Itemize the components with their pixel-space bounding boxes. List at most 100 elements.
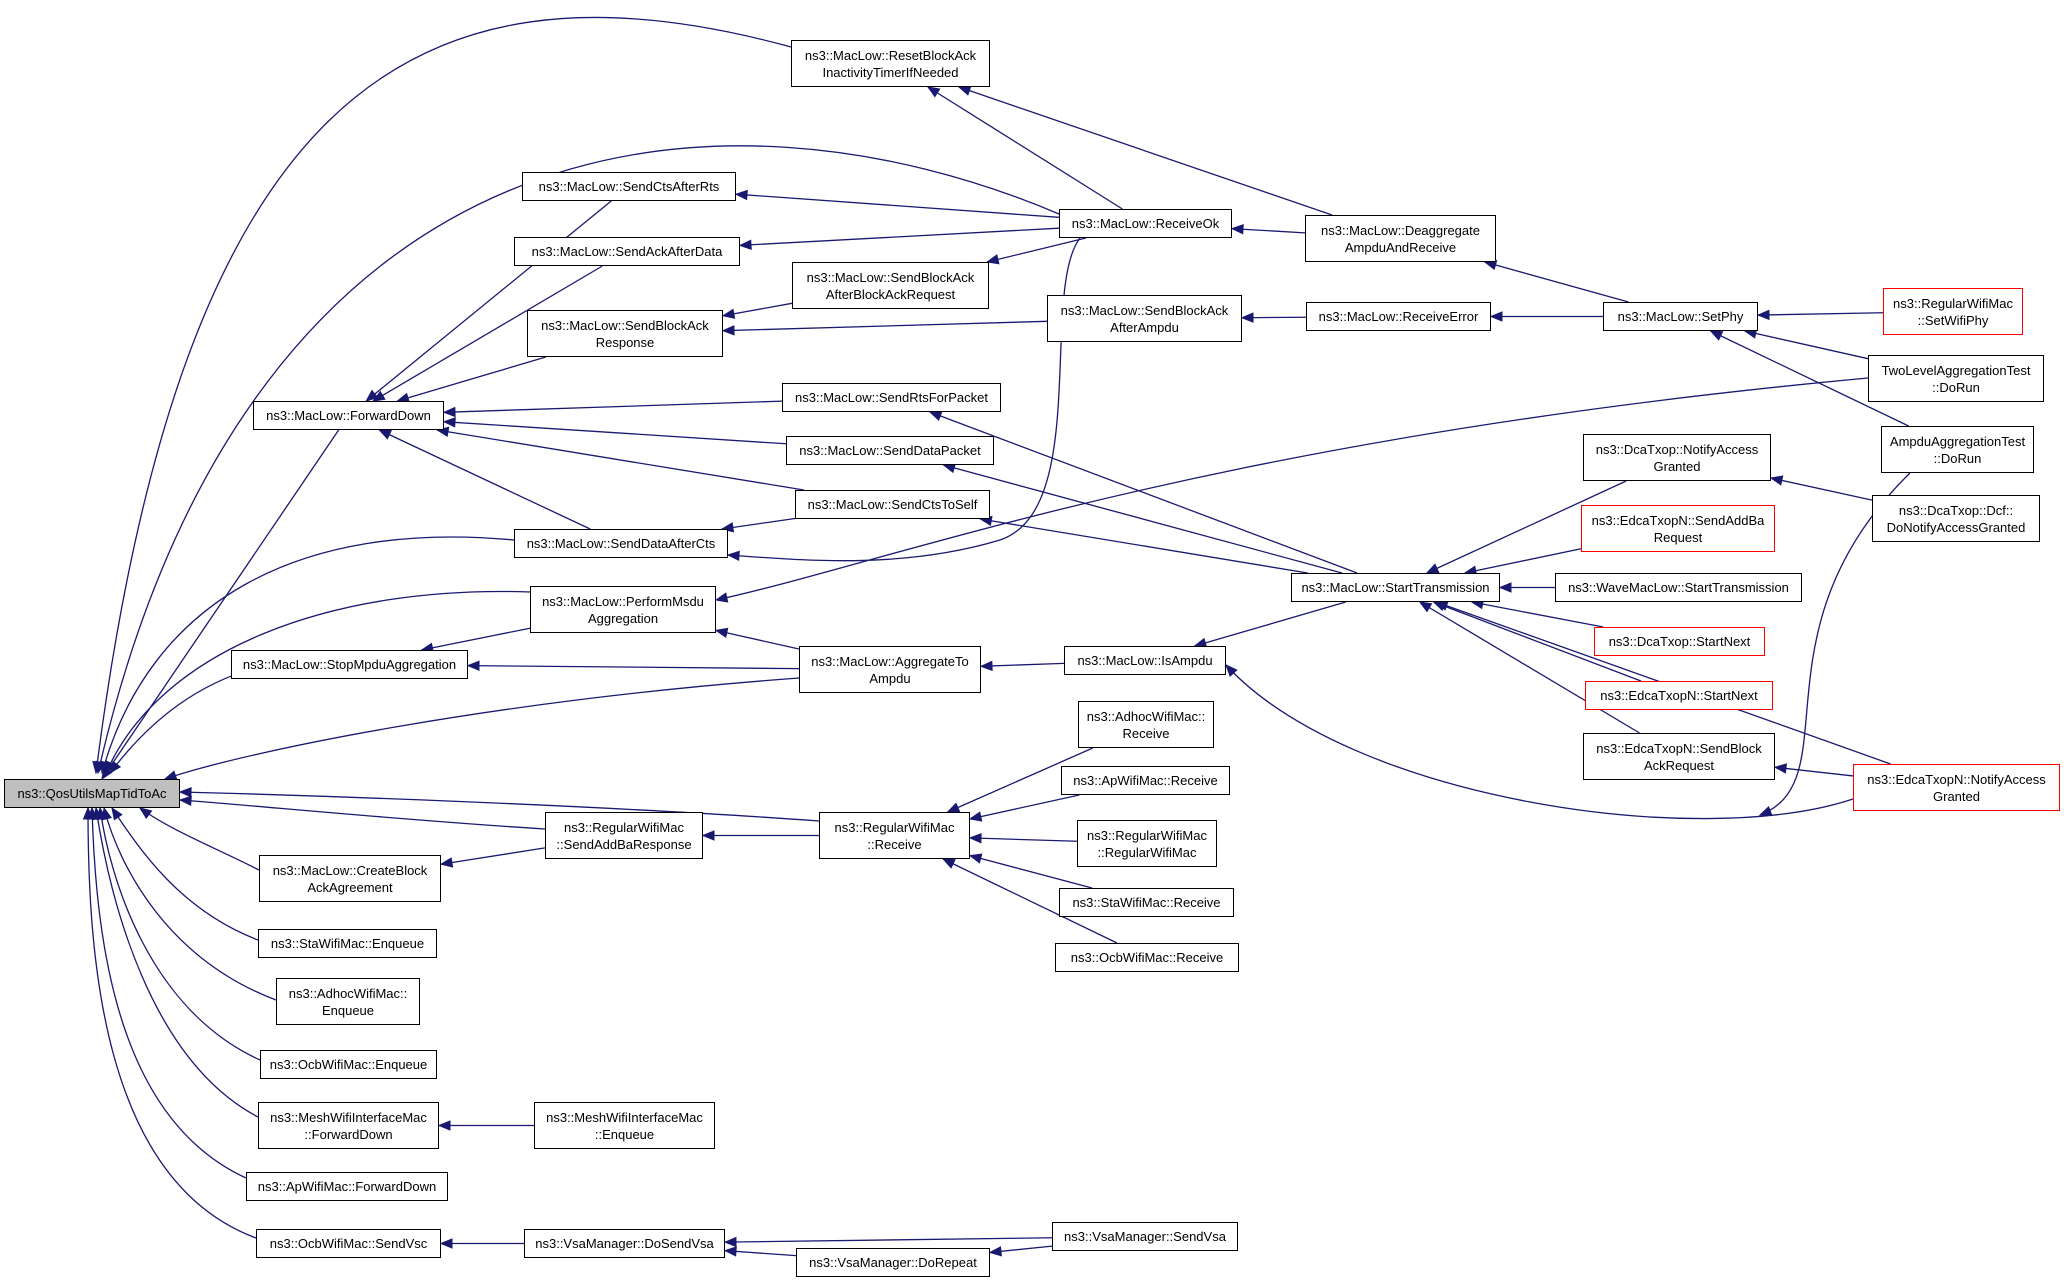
edge-arrowhead-n6-to-n18 (726, 550, 740, 562)
graph-node-n4[interactable]: ns3::MacLow::SendBlockAck AfterBlockAckR… (792, 262, 989, 309)
graph-node-n26[interactable]: ns3::EdcaTxopN::SendBlock AckRequest (1583, 733, 1775, 780)
edge-arrowhead-n36-to-n38 (941, 858, 956, 869)
graph-node-n30[interactable]: ns3::MacLow::AggregateTo Ampdu (799, 646, 981, 693)
edge-n36-to-n38 (942, 858, 1118, 944)
edge-arrowhead-n3-to-n14 (371, 390, 386, 402)
graph-node-n38[interactable]: ns3::RegularWifiMac ::Receive (819, 812, 970, 859)
edge-n41-to-n0 (103, 807, 277, 1001)
graph-node-n34[interactable]: ns3::RegularWifiMac ::RegularWifiMac (1077, 820, 1217, 867)
edge-n33-to-n38 (969, 794, 1080, 820)
graph-node-n6[interactable]: ns3::MacLow::ReceiveOk (1059, 209, 1232, 238)
graph-node-n12[interactable]: TwoLevelAggregationTest ::DoRun (1868, 355, 2044, 402)
edge-n32-to-n38 (947, 747, 1094, 813)
graph-node-n35[interactable]: ns3::StaWifiMac::Receive (1059, 888, 1234, 917)
graph-node-n14[interactable]: ns3::MacLow::ForwardDown (253, 401, 444, 430)
edge-arrowhead-n11-to-n10 (1756, 309, 1770, 321)
edge-arrowhead-n7-to-n6 (1230, 224, 1244, 235)
graph-node-n13[interactable]: AmpduAggregationTest ::DoRun (1881, 426, 2034, 473)
graph-node-n39[interactable]: ns3::MacLow::CreateBlock AckAgreement (259, 855, 441, 902)
graph-node-n18[interactable]: ns3::MacLow::SendDataAfterCts (514, 529, 728, 558)
graph-node-n24[interactable]: ns3::DcaTxop::StartNext (1594, 627, 1765, 656)
graph-node-n41[interactable]: ns3::AdhocWifiMac:: Enqueue (276, 978, 420, 1025)
edge-n28-to-n0 (105, 590, 531, 774)
graph-node-n20[interactable]: ns3::DcaTxop::Dcf:: DoNotifyAccessGrante… (1872, 495, 2040, 542)
graph-node-n7[interactable]: ns3::MacLow::Deaggregate AmpduAndReceive (1305, 215, 1496, 262)
edge-arrowhead-n37-to-n39 (439, 857, 454, 868)
graph-node-n33[interactable]: ns3::ApWifiMac::Receive (1061, 766, 1230, 795)
graph-node-n2[interactable]: ns3::MacLow::SendCtsAfterRts (522, 172, 736, 201)
edge-n11-to-n10 (1757, 312, 1884, 316)
edge-arrowhead-n29-to-n0 (109, 760, 122, 775)
graph-node-n23[interactable]: ns3::WaveMacLow::StartTransmission (1555, 573, 1802, 602)
graph-node-n27[interactable]: ns3::EdcaTxopN::NotifyAccess Granted (1853, 764, 2060, 811)
graph-node-n25[interactable]: ns3::EdcaTxopN::StartNext (1585, 681, 1773, 710)
edge-n30-to-n29 (467, 664, 800, 670)
graph-node-n9[interactable]: ns3::MacLow::ReceiveError (1306, 302, 1491, 331)
graph-node-n5[interactable]: ns3::MacLow::SendBlockAck Response (527, 310, 723, 357)
graph-node-n29[interactable]: ns3::MacLow::StopMpduAggregation (231, 650, 468, 679)
edge-n3-to-n14 (372, 265, 603, 402)
edge-n35-to-n38 (969, 854, 1093, 889)
edge-n37-to-n0 (179, 799, 546, 830)
edge-arrowhead-n49-to-n47 (723, 1246, 737, 1257)
graph-node-n42[interactable]: ns3::OcbWifiMac::Enqueue (260, 1050, 437, 1079)
edge-n14-to-n0 (101, 429, 340, 780)
graph-node-n1[interactable]: ns3::MacLow::ResetBlockAck InactivityTim… (791, 40, 990, 87)
edge-arrowhead-n12-to-n28 (714, 592, 729, 603)
edge-n40-to-n0 (111, 807, 259, 941)
edge-n13-to-n30 (1759, 472, 1911, 816)
graph-node-n40[interactable]: ns3::StaWifiMac::Enqueue (258, 929, 437, 958)
edge-n46-to-n0 (87, 807, 257, 1239)
graph-node-n0: ns3::QosUtilsMapTidToAc (4, 779, 180, 808)
edge-arrowhead-n32-to-n38 (946, 802, 961, 813)
graph-node-n3[interactable]: ns3::MacLow::SendAckAfterData (514, 237, 740, 266)
graph-node-n32[interactable]: ns3::AdhocWifiMac:: Receive (1078, 701, 1214, 748)
edge-arrowhead-n47-to-n46 (439, 1238, 453, 1249)
edge-arrowhead-n22-to-n15 (928, 411, 943, 421)
edge-n26-to-n22 (1419, 601, 1640, 734)
graph-node-n10[interactable]: ns3::MacLow::SetPhy (1603, 302, 1758, 331)
graph-node-n21[interactable]: ns3::EdcaTxopN::SendAddBa Request (1581, 505, 1775, 552)
edge-n21-to-n22 (1464, 548, 1582, 574)
graph-node-n47[interactable]: ns3::VsaManager::DoSendVsa (524, 1229, 725, 1258)
edge-n6-to-n1 (927, 86, 1123, 210)
edge-n6-to-n0 (97, 145, 1060, 774)
edge-arrowhead-n27-to-n31 (1225, 664, 1238, 678)
edge-arrowhead-n9-to-n8 (1240, 312, 1254, 323)
graph-node-n22[interactable]: ns3::MacLow::StartTransmission (1291, 573, 1500, 602)
edge-arrowhead-n23-to-n22 (1498, 582, 1512, 593)
edge-n7-to-n1 (958, 86, 1333, 216)
graph-node-n36[interactable]: ns3::OcbWifiMac::Receive (1055, 943, 1239, 972)
edge-n42-to-n0 (99, 807, 261, 1061)
graph-node-n31[interactable]: ns3::MacLow::IsAmpdu (1064, 646, 1226, 675)
graph-node-n8[interactable]: ns3::MacLow::SendBlockAck AfterAmpdu (1047, 295, 1242, 342)
edge-n12-to-n28 (715, 377, 1869, 601)
edge-arrowhead-n6-to-n1 (926, 86, 941, 98)
graph-node-n11[interactable]: ns3::RegularWifiMac ::SetWifiPhy (1883, 288, 2023, 335)
graph-node-n17[interactable]: ns3::MacLow::SendCtsToSelf (795, 490, 990, 519)
graph-node-n15[interactable]: ns3::MacLow::SendRtsForPacket (782, 383, 1001, 412)
edge-n31-to-n30 (980, 662, 1065, 667)
edge-n24-to-n22 (1471, 601, 1604, 628)
edge-arrowhead-n31-to-n30 (979, 660, 993, 672)
edge-n4-to-n5 (722, 302, 793, 317)
graph-node-n49[interactable]: ns3::VsaManager::DoRepeat (796, 1248, 990, 1277)
edge-n6-to-n4 (986, 237, 1087, 263)
graph-node-n48[interactable]: ns3::VsaManager::SendVsa (1052, 1222, 1238, 1251)
edge-arrowhead-n46-to-n0 (82, 806, 94, 820)
edge-n20-to-n19 (1770, 477, 1873, 501)
graph-node-n46[interactable]: ns3::OcbWifiMac::SendVsc (256, 1229, 441, 1258)
graph-node-n43[interactable]: ns3::MeshWifiInterfaceMac ::ForwardDown (258, 1102, 439, 1149)
edge-arrowhead-n38-to-n0 (178, 787, 192, 798)
edge-arrowhead-n30-to-n28 (714, 627, 729, 639)
edge-n43-to-n0 (95, 807, 259, 1118)
graph-node-n44[interactable]: ns3::MeshWifiInterfaceMac ::Enqueue (534, 1102, 715, 1149)
graph-node-n28[interactable]: ns3::MacLow::PerformMsdu Aggregation (530, 586, 716, 633)
edge-arrowhead-n30-to-n29 (466, 660, 480, 671)
graph-node-n45[interactable]: ns3::ApWifiMac::ForwardDown (246, 1172, 448, 1201)
graph-node-n16[interactable]: ns3::MacLow::SendDataPacket (786, 436, 994, 465)
graph-node-n19[interactable]: ns3::DcaTxop::NotifyAccess Granted (1583, 434, 1771, 481)
graph-node-n37[interactable]: ns3::RegularWifiMac ::SendAddBaResponse (545, 812, 703, 859)
edge-arrowhead-n13-to-n30 (1758, 805, 1773, 816)
edge-arrowhead-n18-to-n14 (378, 429, 393, 440)
